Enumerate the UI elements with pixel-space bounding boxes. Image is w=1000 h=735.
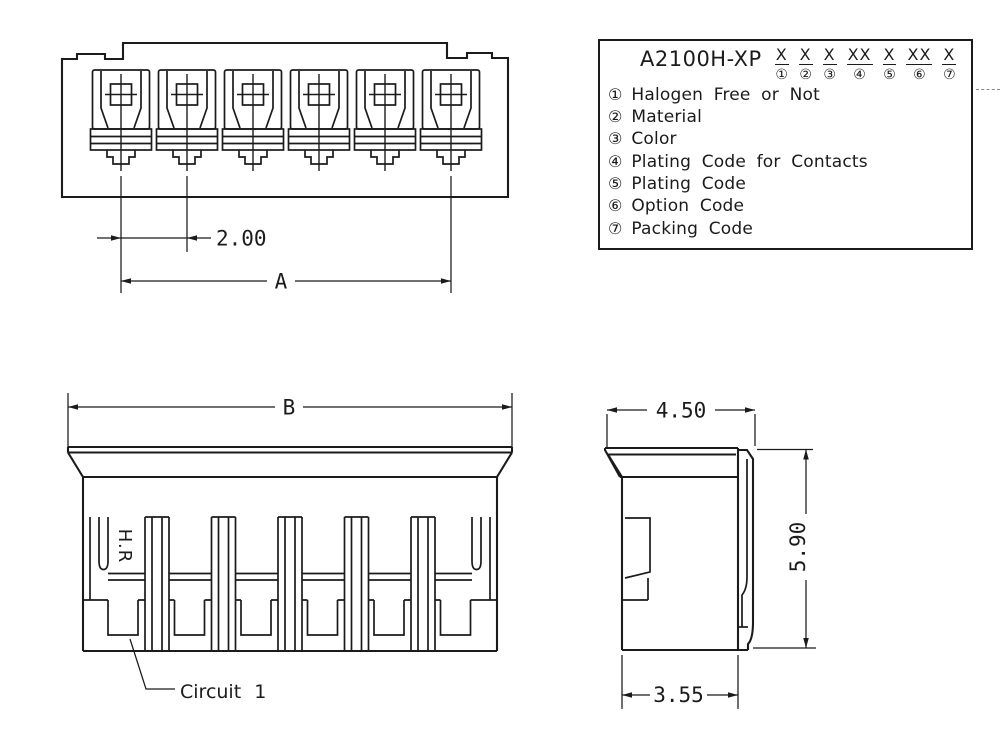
circled-number-icon: ⑦ bbox=[608, 218, 623, 238]
contact-cavities bbox=[89, 69, 483, 172]
legend-item-6: ⑥ Option Code bbox=[608, 195, 971, 217]
code-x: X bbox=[882, 45, 897, 65]
dim-overall-a: A bbox=[121, 270, 451, 294]
legend-label: Plating Code for Contacts bbox=[631, 151, 868, 172]
code-group-2: X ② bbox=[798, 45, 813, 83]
side-profile bbox=[603, 446, 755, 652]
dim-overall-a-label: A bbox=[275, 270, 288, 294]
circuit-label: Circuit 1 bbox=[180, 681, 266, 703]
legend-item-3: ③ Color bbox=[608, 128, 971, 150]
dim-pitch: 2.00 bbox=[97, 227, 267, 251]
legend-item-5: ⑤ Plating Code bbox=[608, 173, 971, 195]
code-x: XX bbox=[846, 45, 873, 65]
code-group-1: X ① bbox=[774, 45, 789, 83]
cavity-walls bbox=[83, 516, 497, 652]
legend-label: Halogen Free or Not bbox=[631, 84, 820, 105]
code-group-3: X ③ bbox=[822, 45, 837, 83]
legend-label: Option Code bbox=[631, 196, 745, 217]
dim-bottom-width-label: 3.55 bbox=[653, 683, 704, 707]
bottom-view: B H.R Circuit bbox=[66, 393, 514, 703]
legend-label: Color bbox=[631, 129, 677, 150]
side-view: 4.50 5.90 3.55 bbox=[603, 399, 816, 709]
dim-pitch-label: 2.00 bbox=[216, 227, 267, 251]
legend-label: Plating Code bbox=[631, 173, 747, 194]
part-number: A2100H-XP bbox=[640, 47, 762, 71]
extension-lines bbox=[120, 176, 452, 293]
circled-number-icon: ⑥ bbox=[608, 196, 623, 216]
circuit-leader-line bbox=[129, 638, 175, 690]
circled-number-icon: ④ bbox=[608, 151, 623, 171]
dim-top-width: 4.50 bbox=[606, 399, 756, 448]
dim-height-label: 5.90 bbox=[786, 522, 810, 573]
part-number-block: A2100H-XP X ① X ② X ③ XX ④ X ⑤ bbox=[598, 39, 973, 250]
dim-overall-b-label: B bbox=[283, 396, 296, 420]
circled-number-icon: ② bbox=[608, 107, 623, 127]
legend-label: Packing Code bbox=[631, 218, 754, 239]
code-x: X bbox=[942, 45, 957, 65]
legend-item-1: ① Halogen Free or Not bbox=[608, 84, 971, 106]
code-groups: X ① X ② X ③ XX ④ X ⑤ XX ⑥ bbox=[774, 45, 957, 83]
circled-number-icon: ⑤ bbox=[883, 66, 896, 83]
dim-top-width-label: 4.50 bbox=[656, 399, 707, 423]
legend-item-7: ⑦ Packing Code bbox=[608, 217, 971, 239]
code-x: X bbox=[774, 45, 789, 65]
circled-number-icon: ① bbox=[608, 84, 623, 104]
part-number-row: A2100H-XP X ① X ② X ③ XX ④ X ⑤ bbox=[600, 41, 971, 82]
dim-overall-b: B bbox=[67, 393, 513, 452]
hr-marking-label: H.R bbox=[114, 529, 135, 563]
dim-height: 5.90 bbox=[753, 448, 816, 649]
code-group-4: XX ④ bbox=[846, 45, 873, 83]
code-x: XX bbox=[906, 45, 933, 65]
legend-list: ① Halogen Free or Not ② Material ③ Color… bbox=[600, 84, 971, 240]
housing-outline bbox=[60, 41, 510, 199]
circled-number-icon: ① bbox=[775, 66, 788, 83]
circled-number-icon: ⑦ bbox=[943, 66, 956, 83]
circled-number-icon: ⑥ bbox=[913, 66, 926, 83]
legend-label: Material bbox=[631, 107, 703, 128]
front-view: 2.00 A bbox=[60, 41, 510, 294]
circled-number-icon: ⑤ bbox=[608, 173, 623, 193]
dim-bottom-width: 3.55 bbox=[621, 655, 739, 709]
code-group-5: X ⑤ bbox=[882, 45, 897, 83]
code-x: X bbox=[798, 45, 813, 65]
circled-number-icon: ④ bbox=[853, 66, 866, 83]
code-group-7: X ⑦ bbox=[942, 45, 957, 83]
circuit-callout: Circuit 1 bbox=[129, 638, 266, 703]
code-group-6: XX ⑥ bbox=[906, 45, 933, 83]
circled-number-icon: ② bbox=[799, 66, 812, 83]
legend-item-2: ② Material bbox=[608, 106, 971, 128]
circled-number-icon: ③ bbox=[608, 129, 623, 149]
leader-line bbox=[976, 89, 1000, 90]
code-x: X bbox=[822, 45, 837, 65]
legend-item-4: ④ Plating Code for Contacts bbox=[608, 150, 971, 172]
circled-number-icon: ③ bbox=[823, 66, 836, 83]
